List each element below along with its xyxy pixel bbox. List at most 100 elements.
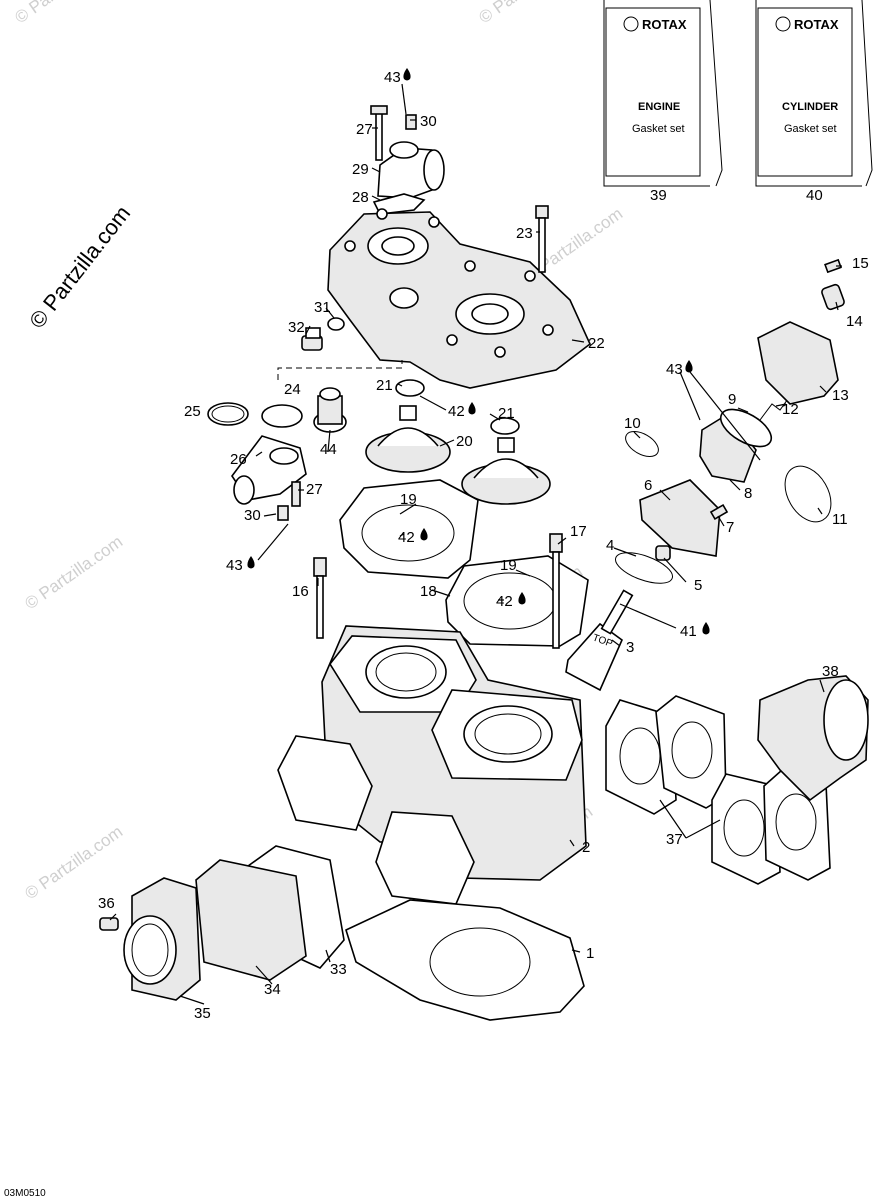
reed-cage bbox=[375, 811, 475, 905]
callout-37: 37 bbox=[666, 831, 683, 848]
callout-5: 5 bbox=[694, 577, 702, 594]
watermark-faint: © Partzilla.com bbox=[21, 822, 126, 903]
callout-8: 8 bbox=[744, 485, 752, 502]
callout-44: 44 bbox=[320, 441, 337, 458]
lubricant-drop-icon bbox=[403, 68, 411, 81]
callout-39: 39 bbox=[650, 187, 667, 204]
lubricant-drop-icon bbox=[468, 402, 476, 415]
callout-30: 30 bbox=[420, 113, 437, 130]
callout-6: 6 bbox=[644, 477, 652, 494]
callout-19: 19 bbox=[500, 557, 517, 574]
o-ring bbox=[625, 431, 659, 457]
drawing-code: 03M0510 bbox=[4, 1188, 46, 1199]
kit-brand: ROTAX bbox=[794, 17, 839, 32]
rave-cap bbox=[821, 283, 845, 311]
callout-12: 12 bbox=[782, 401, 799, 418]
callout-18: 18 bbox=[420, 583, 437, 600]
kit-subtitle: Gasket set bbox=[784, 123, 837, 135]
callout-24: 24 bbox=[284, 381, 301, 398]
watermark-faint: © Partzilla.com bbox=[11, 0, 116, 27]
thermostat bbox=[313, 387, 347, 433]
kit-brand: ROTAX bbox=[642, 17, 687, 32]
watermark-faint: © Partzilla.com bbox=[475, 0, 580, 27]
lubricant-drop-icon bbox=[518, 592, 526, 605]
rotax-gear-logo-icon bbox=[775, 16, 791, 32]
reed-cage bbox=[277, 735, 373, 831]
head-gasket bbox=[445, 555, 589, 647]
rave-screw bbox=[824, 258, 842, 274]
callout-25: 25 bbox=[184, 403, 201, 420]
combustion-chamber-insert bbox=[365, 405, 451, 473]
rave-diaphragm bbox=[719, 408, 773, 448]
callout-9: 9 bbox=[728, 391, 736, 408]
callout-27: 27 bbox=[356, 121, 373, 138]
rave-cover bbox=[757, 321, 839, 405]
callout-7: 7 bbox=[726, 519, 734, 536]
callout-16: 16 bbox=[292, 583, 309, 600]
callout-26: 26 bbox=[230, 451, 247, 468]
callout-17: 17 bbox=[570, 523, 587, 540]
callout-32: 32 bbox=[288, 319, 305, 336]
callout-34: 34 bbox=[264, 981, 281, 998]
water-inlet-elbow bbox=[231, 435, 307, 521]
rave-gasket bbox=[615, 552, 673, 584]
callout-31: 31 bbox=[314, 299, 331, 316]
callout-3: 3 bbox=[626, 639, 634, 656]
intake-adaptor bbox=[123, 877, 201, 1001]
callout-21: 21 bbox=[376, 377, 393, 394]
callout-labels: 43 27 30 29 28 23 15 14 31 32 22 43 21 2… bbox=[98, 68, 869, 1022]
engine-gasket-set-kit: ROTAX ENGINE Gasket set 39 bbox=[603, 0, 723, 204]
rave-housing bbox=[639, 479, 721, 557]
kit-subtitle: Gasket set bbox=[632, 123, 685, 135]
o-ring bbox=[261, 404, 303, 428]
combustion-chamber-insert bbox=[461, 437, 551, 505]
callout-13: 13 bbox=[832, 387, 849, 404]
cylinder-gasket-set-kit: ROTAX CYLINDER Gasket set 40 bbox=[755, 0, 873, 204]
callout-19: 19 bbox=[400, 491, 417, 508]
callout-29: 29 bbox=[352, 161, 369, 178]
callout-42: 42 bbox=[398, 529, 415, 546]
rave-bushing bbox=[655, 545, 671, 561]
water-outlet-assembly bbox=[370, 105, 445, 215]
reed-valve bbox=[195, 859, 307, 981]
callout-10: 10 bbox=[624, 415, 641, 432]
callout-2: 2 bbox=[582, 839, 590, 856]
o-ring bbox=[207, 402, 249, 426]
head-gasket bbox=[339, 479, 479, 579]
watermark-main: © Partzilla.com bbox=[24, 201, 135, 333]
callout-22: 22 bbox=[588, 335, 605, 352]
callout-42: 42 bbox=[496, 593, 513, 610]
o-ring bbox=[395, 379, 425, 397]
callout-23: 23 bbox=[516, 225, 533, 242]
callout-42: 42 bbox=[448, 403, 465, 420]
o-ring bbox=[784, 465, 832, 523]
callout-4: 4 bbox=[606, 537, 614, 554]
callout-41: 41 bbox=[680, 623, 697, 640]
callout-40: 40 bbox=[806, 187, 823, 204]
lubricant-drop-icon bbox=[247, 556, 255, 569]
callout-20: 20 bbox=[456, 433, 473, 450]
callout-38: 38 bbox=[822, 663, 839, 680]
cylinder-head bbox=[327, 208, 591, 389]
callout-14: 14 bbox=[846, 313, 863, 330]
callout-30: 30 bbox=[244, 507, 261, 524]
callout-21: 21 bbox=[498, 405, 515, 422]
exhaust-gasket bbox=[711, 773, 781, 885]
callout-36: 36 bbox=[98, 895, 115, 912]
callout-28: 28 bbox=[352, 189, 369, 206]
leader-lines bbox=[109, 83, 842, 1005]
lubricant-drop-icon bbox=[702, 622, 710, 635]
o-ring bbox=[490, 417, 520, 435]
callout-43: 43 bbox=[226, 557, 243, 574]
lubricant-drop-icon bbox=[685, 360, 693, 373]
callout-27: 27 bbox=[306, 481, 323, 498]
cylinder-stud bbox=[549, 533, 563, 649]
rotax-gear-logo-icon bbox=[623, 16, 639, 32]
lubricant-drop-icon bbox=[420, 528, 428, 541]
kit-title: CYLINDER bbox=[782, 101, 838, 113]
cylinder-block bbox=[321, 625, 587, 881]
base-gasket bbox=[345, 899, 585, 1021]
assembly-boundary bbox=[277, 360, 403, 380]
drain-plug bbox=[301, 317, 345, 351]
